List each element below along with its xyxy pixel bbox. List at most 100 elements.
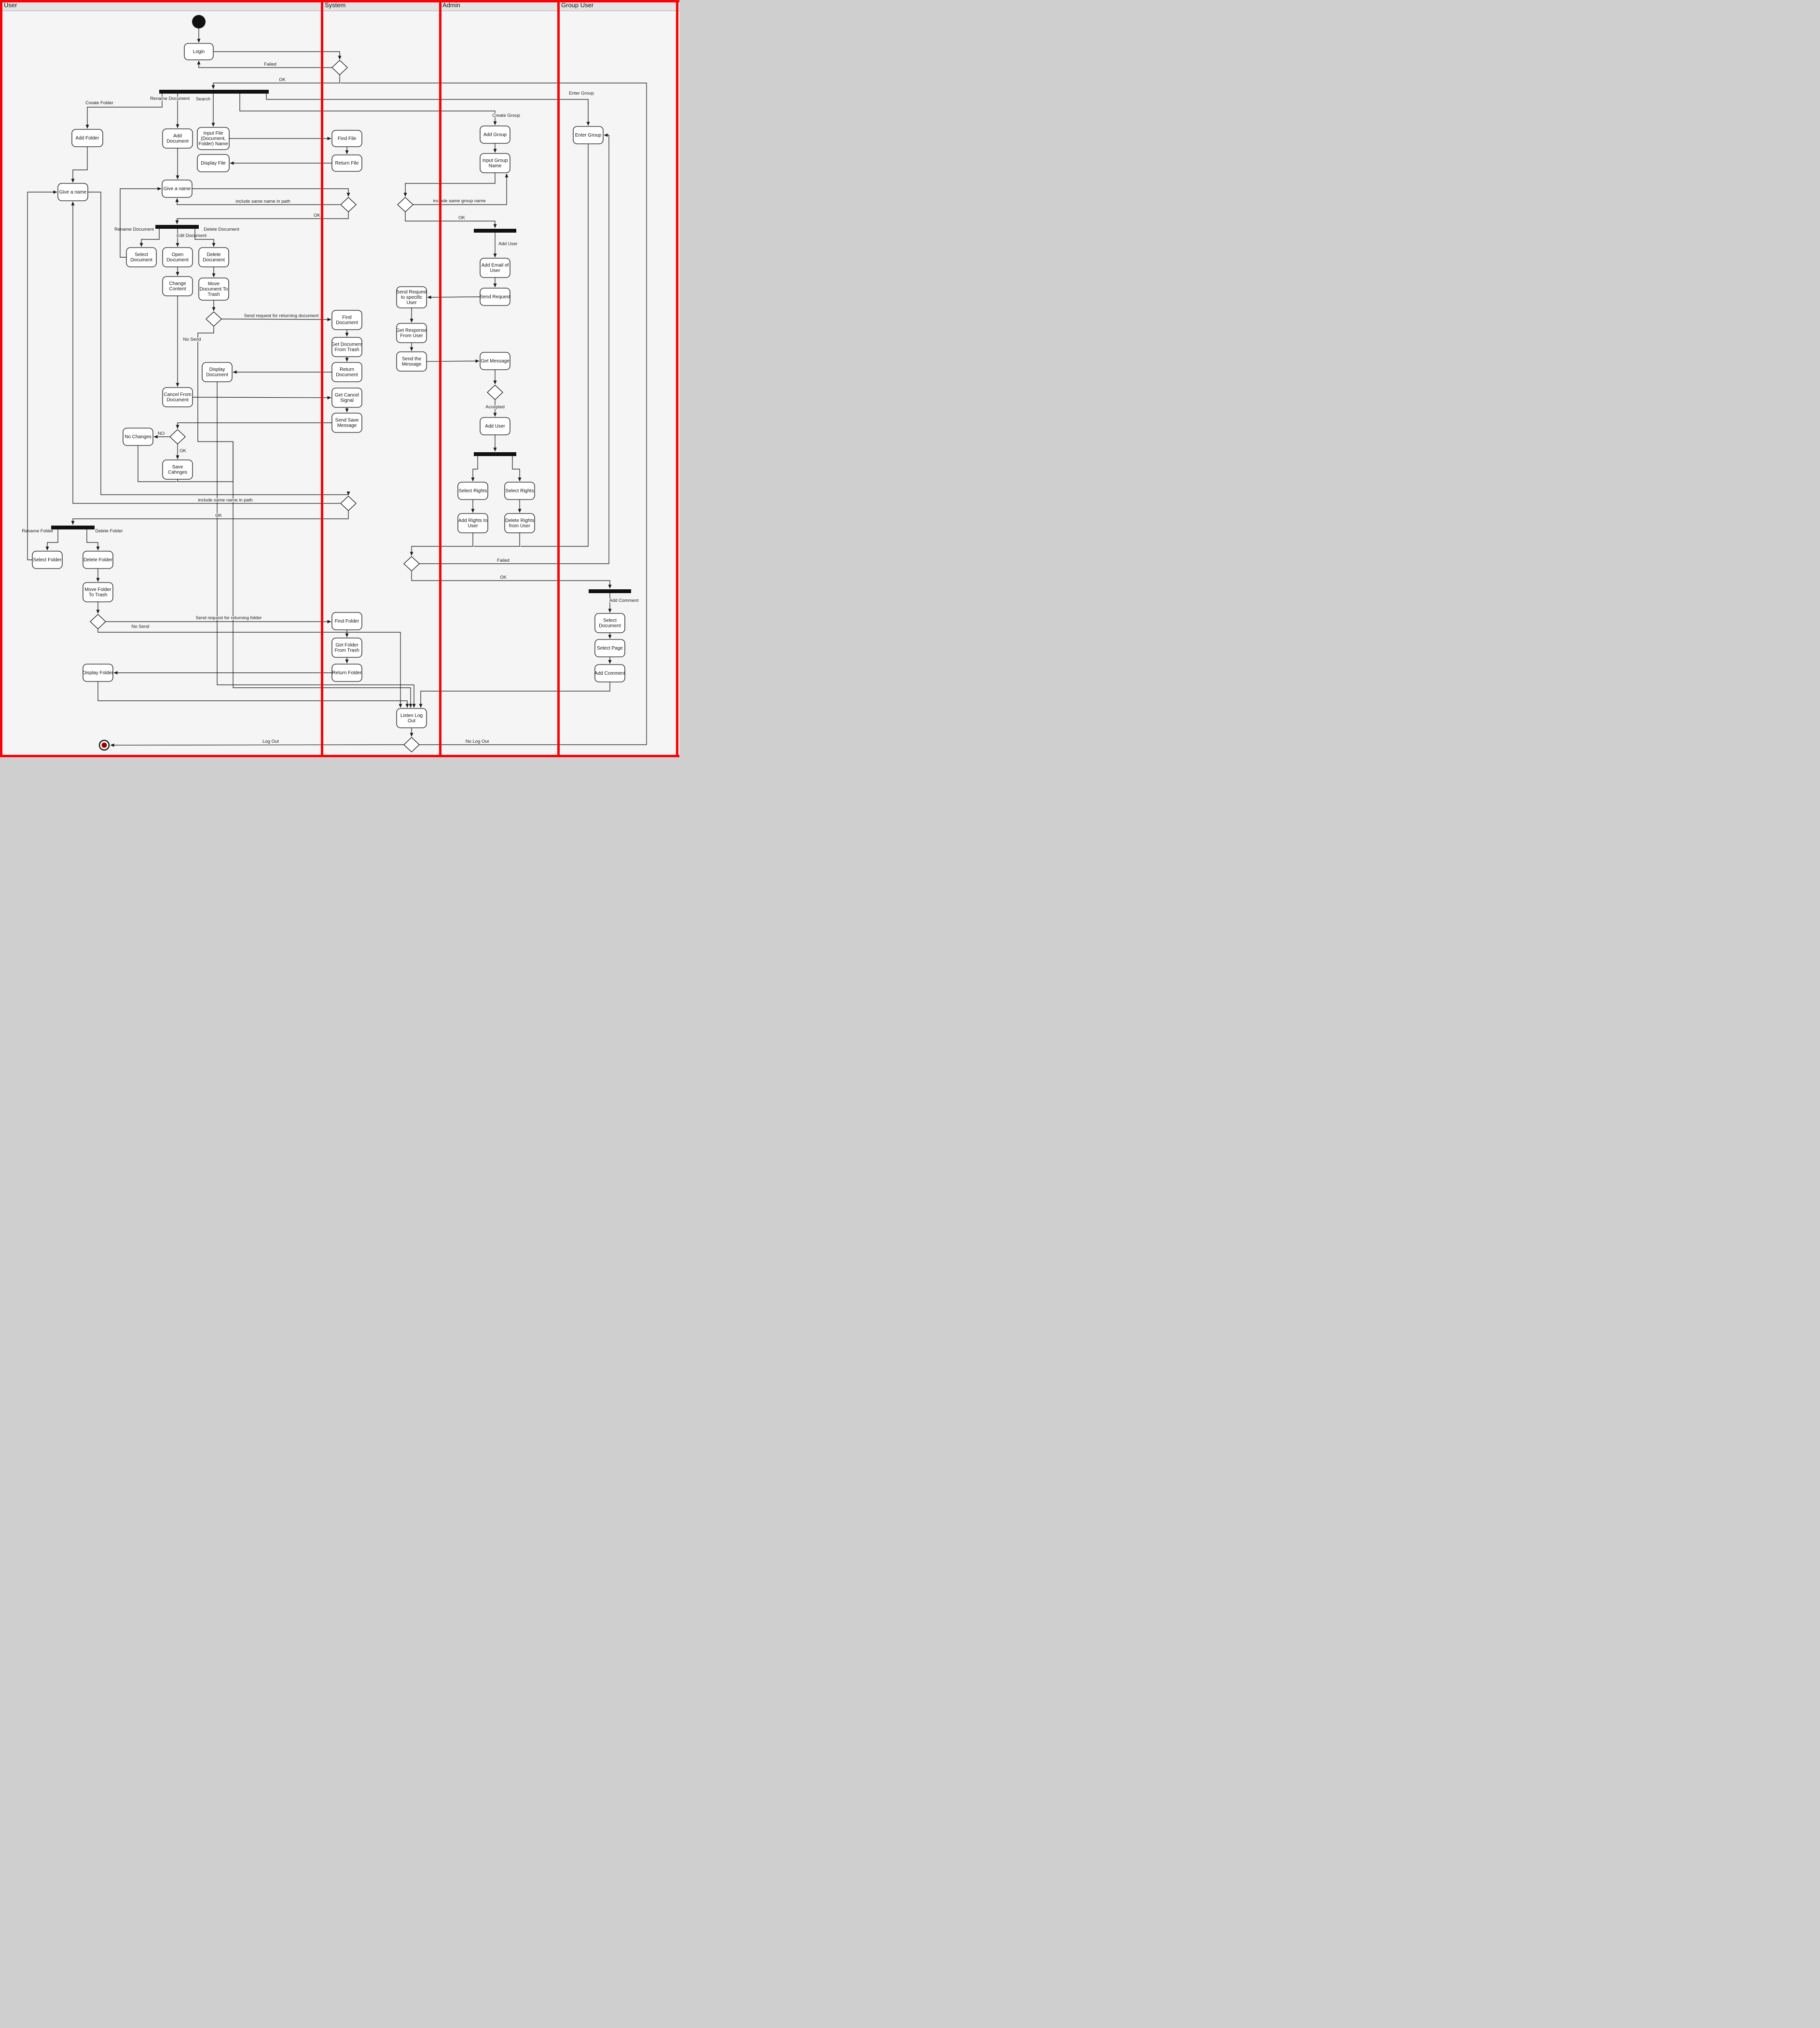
enter-group: Enter Group [573,126,604,144]
edge-label-name-ok-folder: OK [215,513,222,518]
edge-label-fork6-add-comment: Add Comment [609,598,639,603]
decision-folder-trash [90,614,106,629]
get-message: Get Message [480,352,510,370]
edge-login-to-decision [213,51,342,60]
svg-text:Give a name: Give a name [59,190,87,195]
decision-log-out [403,737,420,752]
edge-delete-rights-to-merge [474,533,520,547]
edge-fork5-right [512,456,522,482]
edge-label-send-request-doc: Send request for returning document [244,313,319,319]
edge-select-doc-to-give-name [120,187,162,258]
start-node [192,15,206,28]
edge-input-group-to-decision [403,173,496,197]
send-request: Send Request [480,288,510,306]
decision-document-trash [206,311,222,327]
edge-label-fork3-delete: Delete Folder [95,528,123,534]
edge-label-fork-enter-group: Enter Group [569,91,594,96]
edge-label-no-send-folder: No Send [132,624,150,629]
edge-label-fork2-rename: Rename Document [114,227,154,232]
edge-cancel-to-get-cancel [192,396,331,400]
edge-group-failed [419,133,609,564]
svg-text:Add Folder: Add Folder [76,136,100,141]
lane-divider-system-admin [439,0,441,757]
fork-rights [474,452,516,456]
edge-label-fork4-add-user: Add User [498,241,518,247]
edge-label-send-request-folder: Send request for returning folder [196,615,262,621]
edge-no-send-folder [97,629,402,708]
edge-display-doc-down [217,382,416,708]
edge-label-same-name-loop-doc: include same name in path [235,199,290,204]
edge-label-name-ok-doc: OK [314,213,320,218]
edge-comment-to-listen [419,682,610,708]
edge-same-name-loop-doc [175,198,340,205]
edge-fork3-delete [86,529,100,551]
select-rights-left: Select Rights [457,482,488,500]
decision-group-access [403,556,420,571]
edge-same-name-loop-folder [71,201,340,504]
frame-border-right [676,0,678,757]
lane-title-admin: Admin [442,1,460,9]
give-a-name-document: Give a name [162,180,193,198]
edge-save-merge [177,442,234,482]
add-user: Add User [480,417,510,435]
edge-label-fork2-delete: Delete Document [204,227,239,232]
svg-text:Select Rights: Select Rights [506,488,534,494]
edge-label-fork2-edit: Edit Document [177,233,207,238]
fork-add-user [474,229,516,233]
svg-text:Return File: Return File [335,161,359,166]
svg-text:Select Page: Select Page [597,646,623,651]
decision-group-name [397,197,414,212]
svg-text:Login: Login [193,49,205,55]
display-file: Display File [197,154,230,172]
svg-text:Send Request: Send Request [480,294,510,300]
svg-text:Display File: Display File [201,161,226,166]
edge-name-ok-doc [175,212,349,224]
svg-text:Give a name: Give a name [164,186,191,192]
fork-folder-ops [51,526,95,529]
svg-text:Return Folder: Return Folder [332,670,362,676]
swimlane-header-strip [0,0,679,11]
decision-login [331,60,348,75]
fork-add-comment [589,589,631,593]
input-file-name: Input File(Document,Folder) Name [197,127,230,150]
return-folder: Return Folder [331,664,362,682]
edge-label-group-ok-comment: OK [500,575,507,580]
fork-document-ops [155,225,199,229]
login: Login [184,43,214,60]
svg-text:Input File(Document,Folder) Na: Input File(Document,Folder) Name [198,131,228,147]
edge-display-folder-to-listen [97,681,409,708]
svg-text:Find File: Find File [338,136,357,141]
edge-give-name-folder-to-decision [88,192,350,496]
edge-label-fork-rename-document: Rename Document [150,96,190,101]
